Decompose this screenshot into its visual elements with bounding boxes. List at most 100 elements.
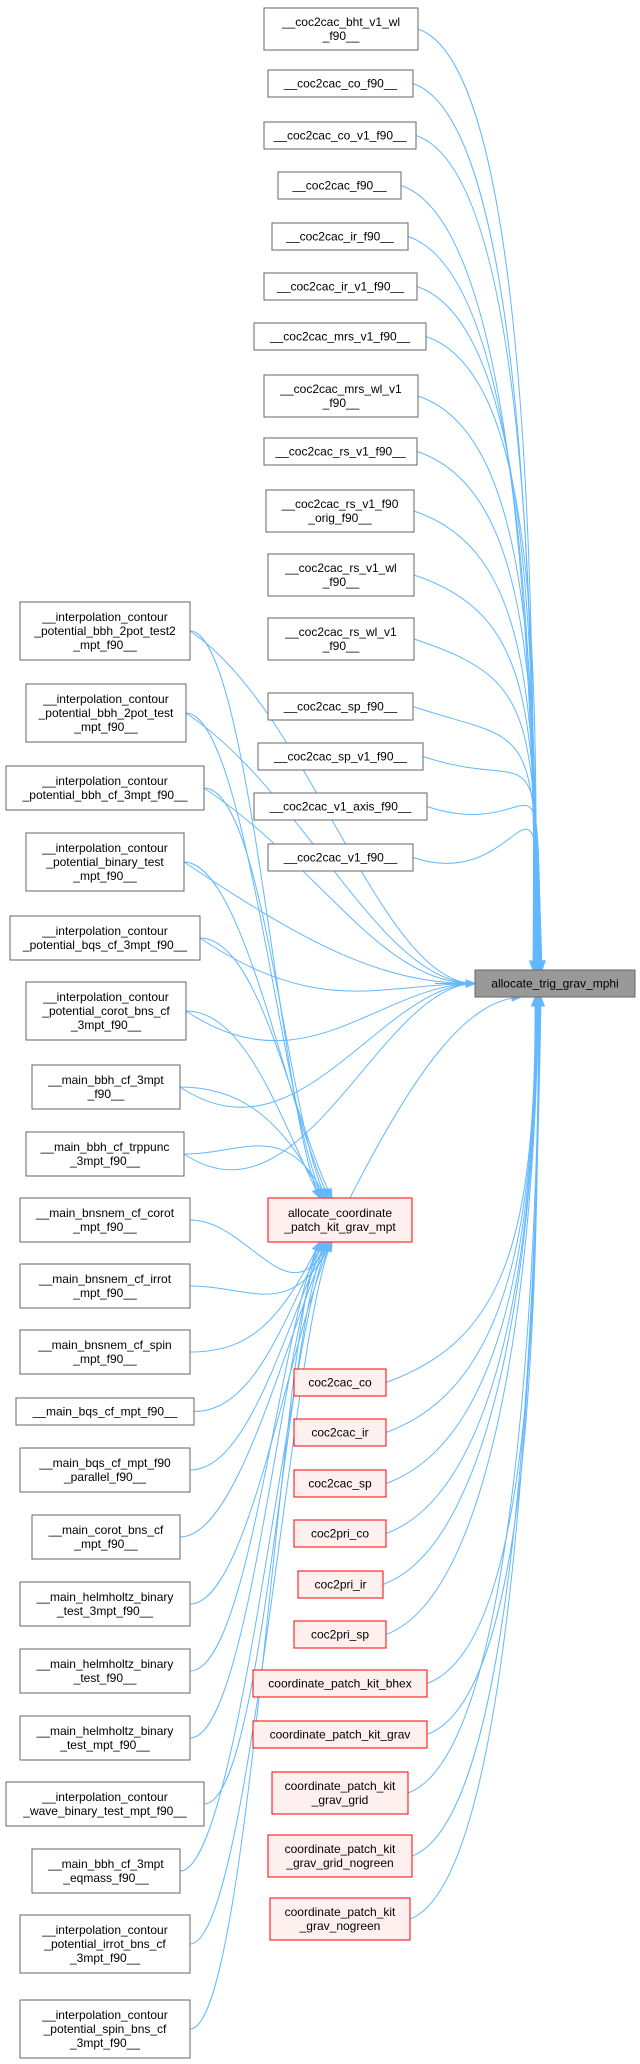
red-caller-node-box: [271, 1771, 409, 1815]
edge-left-hub-20-arrowhead: [311, 1240, 321, 1253]
edge-left-target-3: [183, 861, 476, 985]
left-caller-node[interactable]: __main_bbh_cf_trppunc_3mpt_f90__: [25, 1131, 185, 1177]
left-caller-node-box: [19, 1197, 191, 1243]
red-caller-node-label: coc2pri_co: [311, 1527, 369, 1541]
direct-caller-node-label: __coc2cac_rs_v1_f90__: [274, 445, 405, 459]
left-caller-node[interactable]: __interpolation_contour_wave_binary_test…: [5, 1781, 205, 1827]
red-caller-node[interactable]: coc2cac_co: [293, 1368, 387, 1397]
left-caller-node[interactable]: __main_bnsnem_cf_irrot_mpt_f90__: [19, 1263, 191, 1309]
direct-caller-node-label: __coc2cac_rs_v1_wl: [284, 561, 396, 575]
left-caller-node-label: __main_bqs_cf_mpt_f90__: [32, 1405, 178, 1419]
direct-caller-node[interactable]: __coc2cac_co_f90__: [267, 69, 414, 98]
direct-caller-node[interactable]: __coc2cac_sp_f90__: [267, 692, 414, 721]
left-caller-node[interactable]: __main_bbh_cf_3mpt_eqmass_f90__: [31, 1848, 181, 1894]
left-caller-node-label: _potential_bbh_2pot_test2: [33, 624, 176, 638]
red-caller-node[interactable]: coordinate_patch_kit_grav_nogreen: [269, 1897, 411, 1941]
red-caller-node-label: coc2pri_ir: [314, 1578, 366, 1592]
red-caller-node[interactable]: coordinate_patch_kit_grav_grid: [271, 1771, 409, 1815]
red-caller-node[interactable]: coc2pri_ir: [297, 1570, 384, 1599]
red-caller-node[interactable]: coc2cac_ir: [293, 1418, 387, 1447]
red-caller-node-label: coc2pri_sp: [311, 1628, 369, 1642]
direct-caller-node[interactable]: __coc2cac_rs_wl_v1_f90__: [267, 617, 415, 661]
direct-caller-node[interactable]: __coc2cac_rs_v1_f90_orig_f90__: [265, 489, 415, 533]
direct-caller-node[interactable]: __coc2cac_v1_axis_f90__: [253, 792, 428, 821]
left-caller-node-label: __main_bbh_cf_trppunc: [40, 1140, 170, 1154]
red-caller-node[interactable]: coordinate_patch_kit_grav_grid_nogreen: [267, 1834, 413, 1878]
left-caller-node[interactable]: __main_bnsnem_cf_spin_mpt_f90__: [19, 1329, 191, 1375]
edge-red-5: [385, 996, 539, 1635]
direct-caller-node[interactable]: __coc2cac_mrs_wl_v1_f90__: [263, 374, 419, 418]
edge-direct-15-arrowhead: [537, 960, 546, 972]
red-caller-node[interactable]: coordinate_patch_kit_bhex: [252, 1669, 428, 1698]
edge-left-hub-8: [189, 1219, 330, 1274]
direct-caller-node[interactable]: __coc2cac_mrs_v1_f90__: [253, 322, 427, 351]
direct-caller-node[interactable]: __coc2cac_v1_f90__: [267, 843, 414, 872]
target-node-box: [474, 969, 636, 998]
left-caller-node-label: __interpolation_contour: [42, 692, 168, 706]
left-caller-node-label: _test_f90__: [73, 1671, 137, 1685]
left-caller-node[interactable]: __interpolation_contour_potential_bbh_2p…: [19, 601, 191, 661]
edge-left-hub-20: [189, 1241, 321, 2030]
left-caller-node[interactable]: __main_helmholtz_binary_test_f90__: [19, 1648, 191, 1694]
direct-caller-node[interactable]: __coc2cac_ir_f90__: [271, 222, 409, 251]
red-caller-node[interactable]: coc2cac_sp: [293, 1469, 387, 1498]
direct-caller-node[interactable]: __coc2cac_rs_v1_f90__: [263, 437, 418, 466]
left-caller-node-label: _potential_binary_test: [45, 855, 164, 869]
direct-caller-node-box: [253, 322, 427, 351]
left-caller-node[interactable]: __interpolation_contour_potential_bbh_cf…: [5, 765, 205, 811]
left-caller-node[interactable]: __main_bqs_cf_mpt_f90__: [15, 1397, 195, 1426]
left-caller-node[interactable]: __interpolation_contour_potential_bbh_2p…: [25, 683, 187, 743]
hub-node-box: [267, 1197, 413, 1243]
red-caller-node-label: coordinate_patch_kit_grav: [270, 1728, 411, 1742]
left-caller-node-label: __main_bnsnem_cf_spin: [37, 1338, 171, 1352]
direct-caller-node[interactable]: __coc2cac_ir_v1_f90__: [263, 272, 418, 301]
left-caller-node[interactable]: __main_bnsnem_cf_corot_mpt_f90__: [19, 1197, 191, 1243]
direct-caller-node-box: [267, 843, 414, 872]
direct-caller-node-label: __coc2cac_ir_f90__: [285, 230, 394, 244]
left-caller-node[interactable]: __interpolation_contour_potential_spin_b…: [19, 1999, 191, 2059]
direct-caller-node[interactable]: __coc2cac_f90__: [277, 171, 402, 200]
red-caller-node-label: coordinate_patch_kit: [285, 1905, 396, 1919]
left-caller-node[interactable]: __interpolation_contour_potential_irrot_…: [19, 1914, 191, 1974]
edge-left-hub-17: [203, 1241, 327, 1805]
direct-caller-node[interactable]: __coc2cac_rs_v1_wl_f90__: [267, 553, 415, 597]
left-caller-node[interactable]: __main_helmholtz_binary_test_3mpt_f90__: [19, 1581, 191, 1627]
target-node[interactable]: allocate_trig_grav_mphi: [474, 969, 636, 998]
left-caller-node-box: [19, 1581, 191, 1627]
left-caller-node[interactable]: __main_bqs_cf_mpt_f90_parallel_f90__: [19, 1447, 191, 1493]
edge-hub-target: [349, 996, 522, 1199]
left-caller-node[interactable]: __interpolation_contour_potential_binary…: [25, 832, 185, 892]
left-caller-node[interactable]: __main_bbh_cf_3mpt_f90__: [31, 1064, 181, 1110]
left-caller-node-label: _3mpt_f90__: [69, 2036, 140, 2050]
red-caller-node[interactable]: coc2pri_co: [293, 1519, 387, 1548]
direct-caller-node[interactable]: __coc2cac_sp_v1_f90__: [257, 742, 424, 771]
direct-caller-node-label: __coc2cac_bht_v1_wl: [281, 15, 400, 29]
direct-caller-node-box: [265, 489, 415, 533]
red-caller-node[interactable]: coc2pri_sp: [293, 1620, 387, 1649]
left-caller-node[interactable]: __main_helmholtz_binary_test_mpt_f90__: [19, 1715, 191, 1761]
left-caller-node[interactable]: __main_corot_bns_cf_mpt_f90__: [31, 1514, 181, 1560]
left-caller-node[interactable]: __interpolation_contour_potential_bqs_cf…: [9, 915, 201, 961]
edge-left-target-7: [183, 983, 476, 1171]
red-caller-node-label: _grav_grid: [311, 1793, 369, 1807]
left-caller-node-label: _3mpt_f90__: [70, 1018, 141, 1032]
direct-caller-node[interactable]: __coc2cac_co_v1_f90__: [263, 121, 417, 150]
red-caller-node[interactable]: coordinate_patch_kit_grav: [252, 1720, 428, 1749]
left-caller-node-label: _potential_bbh_2pot_test: [38, 706, 174, 720]
red-caller-node-label: coc2cac_co: [308, 1376, 372, 1390]
direct-caller-node-label: __coc2cac_rs_wl_v1: [284, 625, 397, 639]
left-caller-node[interactable]: __interpolation_contour_potential_corot_…: [25, 981, 187, 1041]
left-caller-node-box: [19, 1648, 191, 1694]
left-caller-node-label: _mpt_f90__: [73, 1537, 138, 1551]
direct-caller-node[interactable]: __coc2cac_bht_v1_wl_f90__: [263, 7, 419, 51]
call-nodes: allocate_trig_grav_mphi allocate_coordina…: [5, 7, 636, 2059]
red-caller-node-box: [269, 1897, 411, 1941]
left-caller-node-box: [5, 1781, 205, 1827]
left-caller-node-label: __main_helmholtz_binary: [36, 1657, 174, 1671]
left-caller-node-label: __main_helmholtz_binary: [36, 1724, 174, 1738]
edge-direct-1: [412, 83, 535, 971]
edge-direct-6: [425, 336, 538, 971]
direct-caller-node-box: [271, 222, 409, 251]
left-caller-node-label: _mpt_f90__: [72, 1286, 137, 1300]
hub-node[interactable]: allocate_coordinate_patch_kit_grav_mpt: [267, 1197, 413, 1243]
